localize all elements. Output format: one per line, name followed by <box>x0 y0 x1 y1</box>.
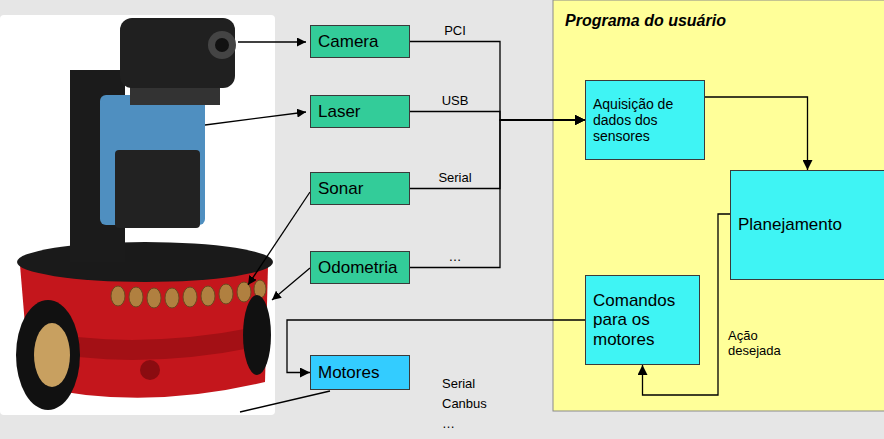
panel-heading: Programa do usuário <box>565 12 726 30</box>
sensor-box: Odometria <box>310 251 410 284</box>
box-label: Sonar <box>318 179 402 199</box>
sensor-box: Laser <box>310 95 410 128</box>
bus-label: Serial <box>440 377 477 392</box>
program-panel-ground <box>553 0 884 411</box>
connector-label: … <box>447 250 464 265</box>
box-label: Laser <box>318 102 402 122</box>
process-box: Planejamento <box>730 170 884 280</box>
sensor-box: Camera <box>310 25 410 58</box>
connector <box>410 120 585 189</box>
process-box: Aquisição de dados dos sensores <box>585 80 705 160</box>
box-label: Comandos para os motores <box>593 291 692 350</box>
box-label: Motores <box>318 363 402 383</box>
box-label: Odometria <box>318 258 402 278</box>
connector <box>410 112 585 121</box>
process-box: Comandos para os motores <box>585 275 700 365</box>
connector-label: Serial <box>436 171 473 186</box>
bus-label: … <box>440 417 457 432</box>
box-label: Planejamento <box>738 215 877 235</box>
connector <box>705 97 808 170</box>
box-label: Aquisição de dados dos sensores <box>593 96 697 144</box>
connector-label: Ação desejada <box>726 329 792 359</box>
motor-box: Motores <box>310 355 410 390</box>
connector <box>410 42 585 121</box>
connector <box>410 120 585 268</box>
sensor-box: Sonar <box>310 172 410 205</box>
box-label: Camera <box>318 32 402 52</box>
connector-label: PCI <box>442 24 468 39</box>
robot-photo <box>0 15 275 415</box>
bus-label: Canbus <box>440 397 489 412</box>
program-panel: Programa do usuárioAquisição de dados do… <box>553 0 884 411</box>
connector-label: USB <box>440 94 471 109</box>
